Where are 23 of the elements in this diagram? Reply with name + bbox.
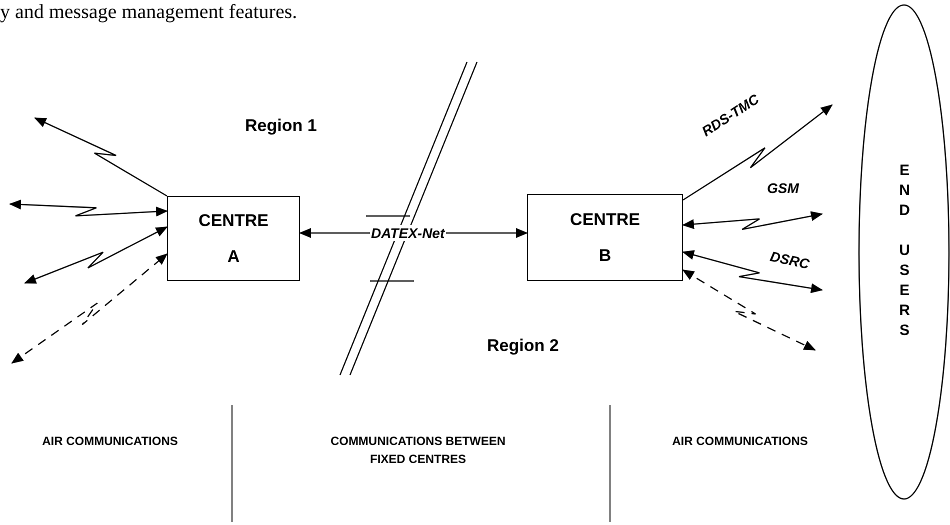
- lightning-arrow: [34, 117, 168, 197]
- region-label: Region 1: [245, 116, 317, 136]
- node-label: CENTRE B: [569, 208, 641, 266]
- ellipse-node: [858, 4, 950, 500]
- node-label: END USERS: [895, 162, 913, 342]
- lightning-arrow: [682, 211, 823, 230]
- lightning-arrow: [9, 200, 168, 217]
- body-text: y and message management features.: [0, 1, 298, 24]
- node-label: CENTRE A: [198, 210, 270, 268]
- section-label: AIR COMMUNICATIONS: [671, 433, 809, 450]
- lightning-arrow: [682, 269, 816, 351]
- section-label: COMMUNICATIONS BETWEEN FIXED CENTRES: [329, 433, 507, 468]
- process-box: [167, 196, 300, 281]
- lightning-arrow: [24, 226, 168, 284]
- edge-label: DATEX-Net: [370, 225, 446, 241]
- lightning-arrow: [11, 253, 168, 364]
- edge-label: GSM: [766, 180, 800, 196]
- lightning-arrow: [682, 104, 833, 201]
- process-box: [527, 194, 683, 281]
- lightning-arrow: [682, 250, 823, 294]
- region-label: Region 2: [487, 336, 559, 356]
- edge-label: DSRC: [768, 248, 812, 272]
- section-label: AIR COMMUNICATIONS: [41, 433, 179, 450]
